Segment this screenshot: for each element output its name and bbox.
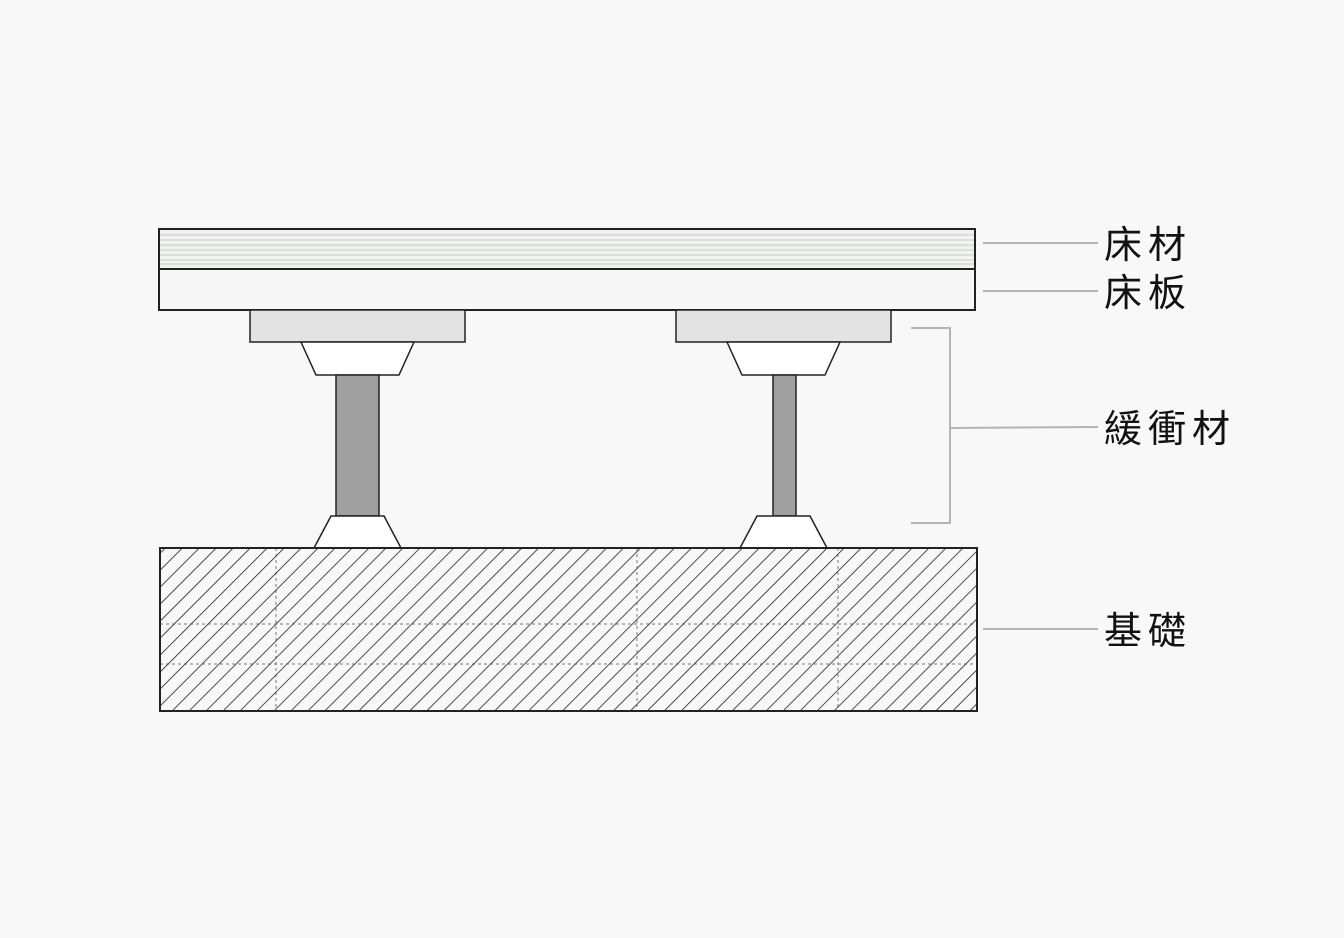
cushion-support-left (249, 309, 466, 549)
foundation-block (159, 547, 978, 712)
label-flooring: 床材 (1104, 223, 1192, 267)
support-top-cup-left (299, 341, 416, 376)
label-cushion: 緩衝材 (1104, 407, 1236, 451)
support-base-cup-right (738, 515, 829, 549)
support-pad-left (249, 309, 466, 343)
cushion-leader-line (949, 426, 1099, 429)
label-foundation: 基礎 (1104, 609, 1192, 653)
support-bolt-left (335, 374, 380, 517)
cushion-bracket (911, 327, 951, 524)
floorboard-layer (158, 268, 976, 311)
support-base-cup-left (312, 515, 403, 549)
flooring-layer (158, 228, 976, 270)
support-top-cup-right (725, 341, 842, 376)
cushion-support-right (675, 309, 892, 549)
label-floorboard: 床板 (1104, 271, 1192, 315)
support-pad-right (675, 309, 892, 343)
support-bolt-right (772, 374, 797, 517)
